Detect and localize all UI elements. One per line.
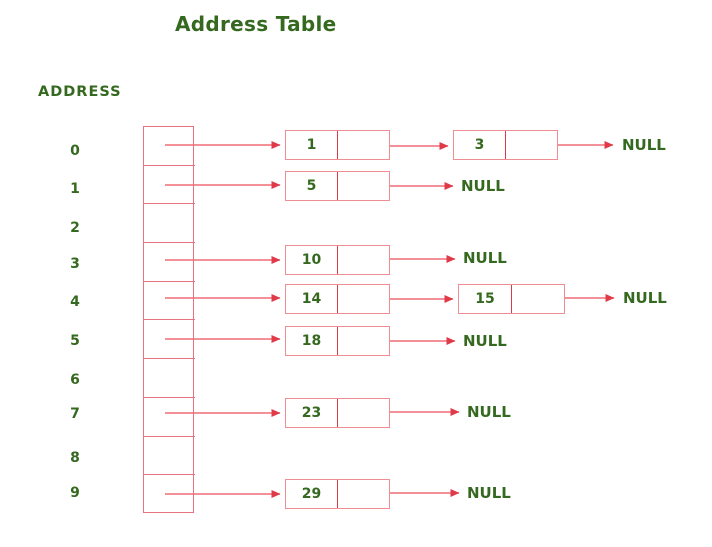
list-node[interactable]: 5 [285,171,390,201]
node-pointer-cell [338,327,389,355]
address-cell-9[interactable] [144,475,195,514]
null-terminator: NULL [467,484,511,502]
list-node[interactable]: 10 [285,245,390,275]
null-terminator: NULL [463,332,507,350]
address-cell-7[interactable] [144,398,195,437]
list-node[interactable]: 18 [285,326,390,356]
index-label-5: 5 [70,333,80,349]
node-pointer-cell [338,246,389,274]
address-cell-8[interactable] [144,437,195,476]
node-pointer-cell [338,480,389,508]
node-value: 3 [454,131,506,159]
node-pointer-cell [338,399,389,427]
node-pointer-cell [338,172,389,200]
index-label-2: 2 [70,220,80,236]
index-label-6: 6 [70,372,80,388]
index-label-0: 0 [70,143,80,159]
node-value: 14 [286,285,338,313]
node-pointer-cell [338,131,389,159]
address-cell-2[interactable] [144,204,195,244]
address-cell-5[interactable] [144,321,195,360]
address-cell-6[interactable] [144,359,195,398]
null-terminator: NULL [461,177,505,195]
null-terminator: NULL [467,403,511,421]
list-node[interactable]: 29 [285,479,390,509]
address-cell-1[interactable] [144,166,195,205]
address-column-header: ADDRESS [38,84,122,100]
index-label-4: 4 [70,294,80,310]
node-value: 18 [286,327,338,355]
node-pointer-cell [338,285,389,313]
index-label-9: 9 [70,485,80,501]
null-terminator: NULL [463,249,507,267]
null-terminator: NULL [623,289,667,307]
node-value: 1 [286,131,338,159]
index-label-3: 3 [70,256,80,272]
address-cell-0[interactable] [144,127,195,166]
list-node[interactable]: 14 [285,284,390,314]
list-node[interactable]: 23 [285,398,390,428]
list-node[interactable]: 1 [285,130,390,160]
node-value: 29 [286,480,338,508]
node-pointer-cell [506,131,557,159]
address-cell-3[interactable] [144,243,195,282]
node-value: 5 [286,172,338,200]
index-label-1: 1 [70,181,80,197]
node-value: 15 [459,285,512,313]
node-value: 10 [286,246,338,274]
list-node[interactable]: 15 [458,284,565,314]
index-label-7: 7 [70,406,80,422]
list-node[interactable]: 3 [453,130,558,160]
null-terminator: NULL [622,136,666,154]
node-value: 23 [286,399,338,427]
page-title: Address Table [175,12,337,36]
address-cell-4[interactable] [144,282,195,321]
index-label-8: 8 [70,450,80,466]
address-table-column [143,126,195,514]
node-pointer-cell [512,285,564,313]
